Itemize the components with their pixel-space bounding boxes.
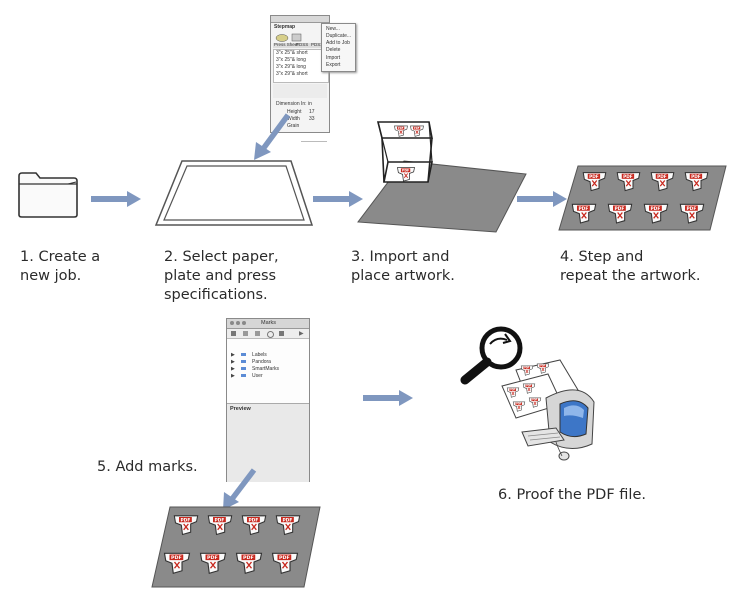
menu-item-import[interactable]: Import — [326, 55, 341, 61]
arrow-right-icon — [363, 390, 413, 406]
stepmap-context-menu: New... Duplicate... Add to Job Delete Im… — [321, 23, 356, 72]
marked-sheet — [151, 506, 321, 588]
panel-menu-icon[interactable]: ▶ — [299, 330, 304, 337]
preview-label: Preview — [230, 406, 251, 412]
tree-label: User — [252, 373, 263, 379]
list-item[interactable]: ▶ Pandora — [231, 348, 271, 367]
chevron-right-icon[interactable]: ▶ — [231, 352, 235, 358]
arrow-down-left-icon — [254, 113, 291, 160]
width-label: Width — [287, 116, 300, 122]
height-value[interactable]: 17 — [309, 109, 315, 115]
menu-item-delete[interactable]: Delete — [326, 47, 341, 53]
marks-panel: Marks ▶ ▶ Labels ▶ Pandora ▶ SmartMarks … — [226, 318, 310, 482]
folder-icon — [240, 374, 246, 377]
step-3-caption: 3. Import and place artwork. — [351, 249, 455, 284]
new-mark-icon[interactable] — [231, 331, 236, 336]
dimension-header: Dimension In: in — [276, 101, 312, 107]
arrow-right-icon — [91, 191, 141, 207]
marks-tree: ▶ Labels ▶ Pandora ▶ SmartMarks ▶ User — [229, 341, 307, 403]
folder-icon — [240, 367, 246, 370]
step-5-caption: 5. Add marks. — [97, 459, 198, 475]
arrow-right-icon — [313, 191, 363, 207]
chevron-right-icon[interactable]: ▶ — [231, 359, 235, 365]
marks-panel-title: Marks — [261, 320, 276, 326]
tree-label: Pandora — [252, 359, 271, 365]
tab-pdss[interactable]: PDSS — [296, 42, 309, 47]
tab-press-sheet[interactable]: Press Sheet — [274, 42, 299, 47]
menu-item-new[interactable]: New... — [326, 26, 340, 32]
arrow-down-left-icon — [223, 468, 257, 510]
tree-label: SmartMarks — [252, 366, 279, 372]
chevron-right-icon[interactable]: ▶ — [231, 366, 235, 372]
chevron-right-icon[interactable]: ▶ — [231, 373, 235, 379]
tab-pdsx[interactable]: PDSX — [311, 42, 324, 47]
menu-item-duplicate[interactable]: Duplicate... — [326, 33, 352, 39]
width-value[interactable]: 33 — [309, 116, 315, 122]
stepmap-panel-title: Stepmap — [274, 24, 296, 30]
folder-icon — [240, 360, 246, 363]
list-item[interactable]: ▶ User — [231, 362, 263, 381]
marks-toolbar: ▶ — [227, 329, 309, 339]
sheet-list-item[interactable]: 3"x 25"& long — [276, 57, 306, 63]
grain-label: Grain — [287, 123, 300, 129]
refresh-icon[interactable] — [267, 331, 274, 338]
marks-panel-titlebar — [227, 319, 309, 329]
panel-bottom-toolbar — [301, 141, 327, 147]
step-2-caption: 2. Select paper, plate and press specifi… — [164, 249, 279, 303]
tree-label: Labels — [252, 352, 267, 358]
list-item[interactable]: ▶ SmartMarks — [231, 355, 279, 374]
arrow-right-icon — [517, 191, 567, 207]
step-6-caption: 6. Proof the PDF file. — [498, 487, 646, 503]
menu-item-export[interactable]: Export — [326, 62, 341, 68]
folder-icon — [18, 172, 78, 218]
folder-icon — [240, 353, 246, 356]
stepmap-toolbar-icon — [275, 33, 302, 42]
plate-with-artwork — [357, 121, 527, 233]
menu-item-add-to-job[interactable]: Add to Job — [326, 40, 350, 46]
sheet-list-item[interactable]: 3"x 29"& short — [276, 71, 308, 77]
list-item[interactable]: ▶ Labels — [231, 341, 267, 360]
paper-sheet-icon — [154, 160, 314, 226]
sheet-list-item[interactable]: 3"x 29"& long — [276, 64, 306, 70]
close-icon[interactable] — [230, 321, 234, 325]
stepmap-panel: Stepmap Press Sheet PDSS PDSX 3"x 25"& s… — [270, 15, 330, 142]
zoom-icon[interactable] — [242, 321, 246, 325]
sheet-list-item[interactable]: 3"x 25"& short — [276, 50, 308, 56]
edit-mark-icon[interactable] — [243, 331, 248, 336]
step-4-caption: 4. Step and repeat the artwork. — [560, 249, 701, 284]
delete-mark-icon[interactable] — [279, 331, 284, 336]
preview-pane: Preview — [227, 403, 309, 482]
step-1-caption: 1. Create a new job. — [20, 249, 101, 284]
minimize-icon[interactable] — [236, 321, 240, 325]
magnifying-glass-icon — [460, 326, 523, 385]
height-label: Height — [287, 109, 302, 115]
duplicate-mark-icon[interactable] — [255, 331, 260, 336]
stepped-sheet — [558, 165, 727, 231]
computer-proof-icon — [501, 359, 595, 461]
